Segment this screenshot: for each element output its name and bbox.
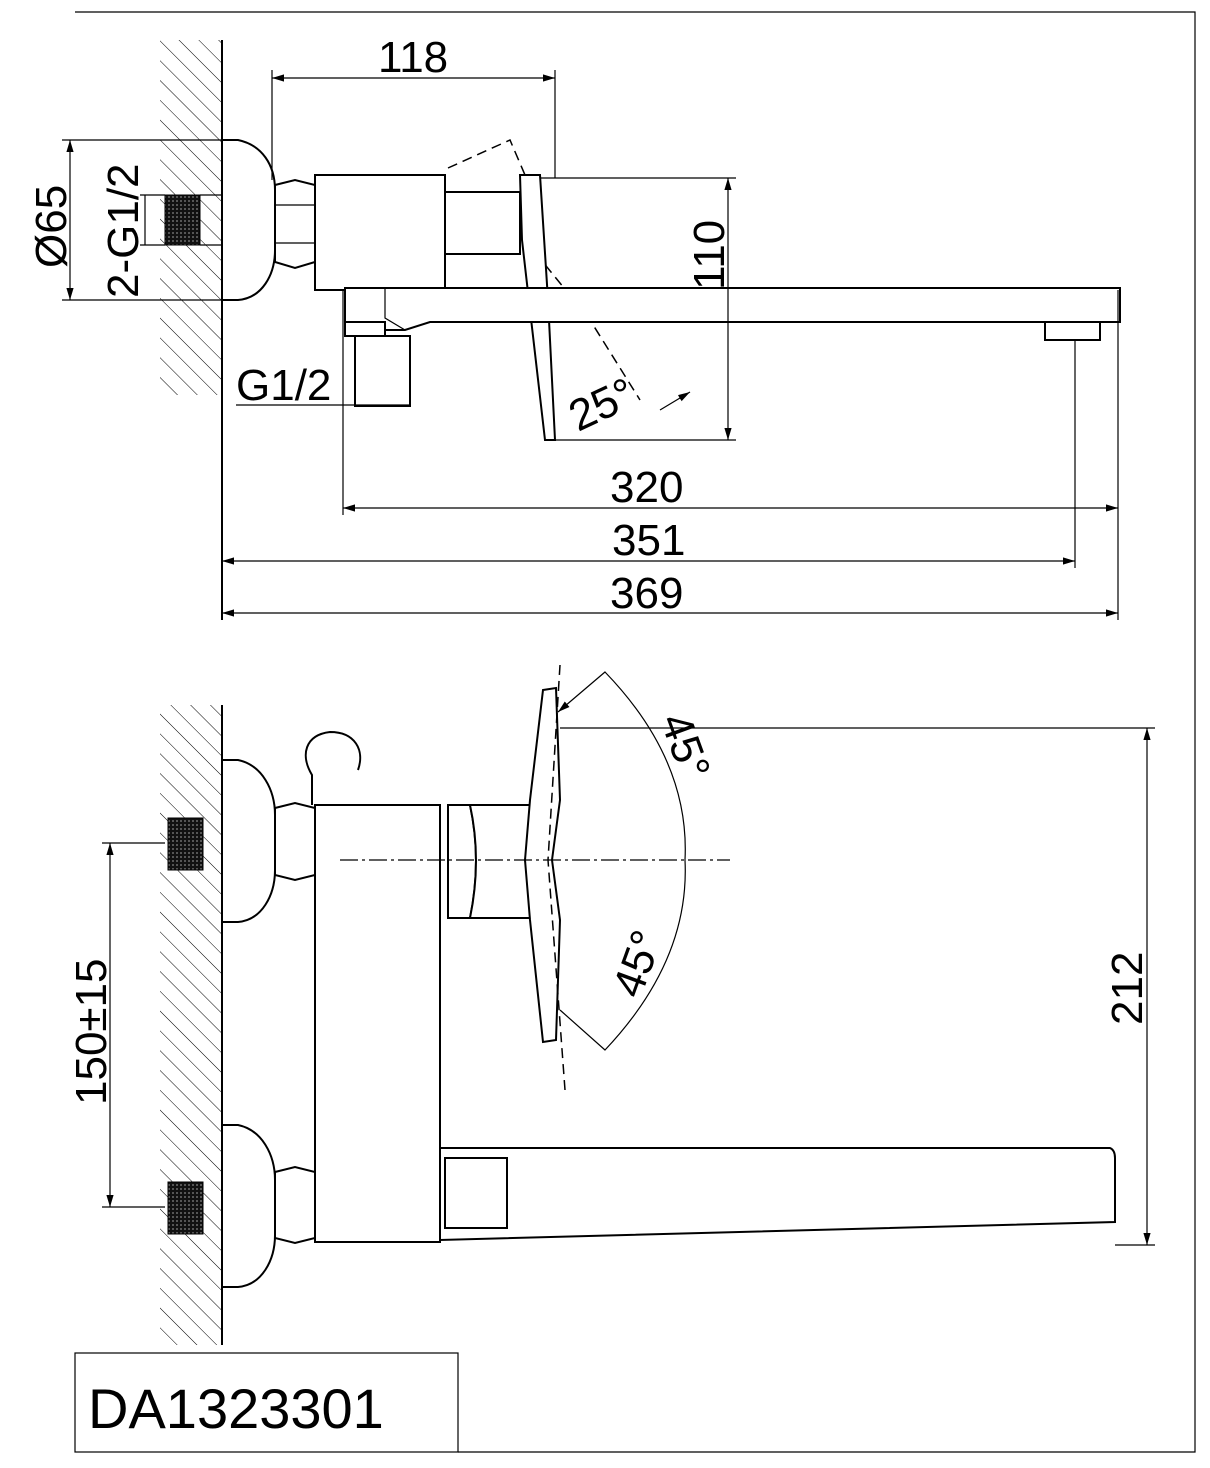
dim-label-diameter: Ø65 bbox=[27, 185, 76, 268]
angle-arc bbox=[557, 671, 686, 1051]
spout-front bbox=[439, 1147, 1116, 1242]
escutcheon-upper bbox=[221, 759, 276, 923]
handle-lever-front bbox=[523, 686, 562, 1044]
hex-nut bbox=[274, 178, 316, 270]
aerator bbox=[1044, 321, 1101, 341]
escutcheon-lower bbox=[221, 1124, 276, 1288]
mixer-body bbox=[314, 174, 446, 291]
cartridge-cap bbox=[444, 191, 521, 255]
front-view: 45° 45° 150±15 212 bbox=[67, 664, 1155, 1345]
spout bbox=[344, 287, 1121, 331]
dim-label-45deg-up: 45° bbox=[651, 707, 720, 786]
dim-label-118: 118 bbox=[378, 33, 448, 82]
dim-label-25deg: 25° bbox=[562, 369, 643, 442]
mixer-body-front bbox=[314, 804, 441, 1243]
dim-label-351: 351 bbox=[612, 516, 685, 565]
diverter-base bbox=[344, 321, 386, 337]
dim-label-110: 110 bbox=[685, 220, 734, 290]
outlet-nut bbox=[354, 335, 411, 407]
drawing-frame bbox=[74, 11, 1196, 1453]
dim-label-320: 320 bbox=[610, 463, 683, 512]
model-number: DA1323301 bbox=[88, 1377, 384, 1440]
dim-label-212: 212 bbox=[1103, 952, 1152, 1025]
dim-label-369: 369 bbox=[610, 569, 683, 618]
dim-label-45deg-down: 45° bbox=[603, 924, 672, 1003]
dim-label-inlet-thread: 2-G1/2 bbox=[99, 163, 148, 298]
side-view: 118 Ø65 2-G1/2 110 G1/2 25° 320 351 369 bbox=[27, 33, 1121, 620]
escutcheon bbox=[221, 139, 276, 301]
inlet-thread bbox=[164, 194, 201, 246]
shower-hook bbox=[304, 730, 362, 805]
dim-label-outlet-thread: G1/2 bbox=[236, 361, 331, 410]
dim-label-150: 150±15 bbox=[67, 958, 116, 1105]
